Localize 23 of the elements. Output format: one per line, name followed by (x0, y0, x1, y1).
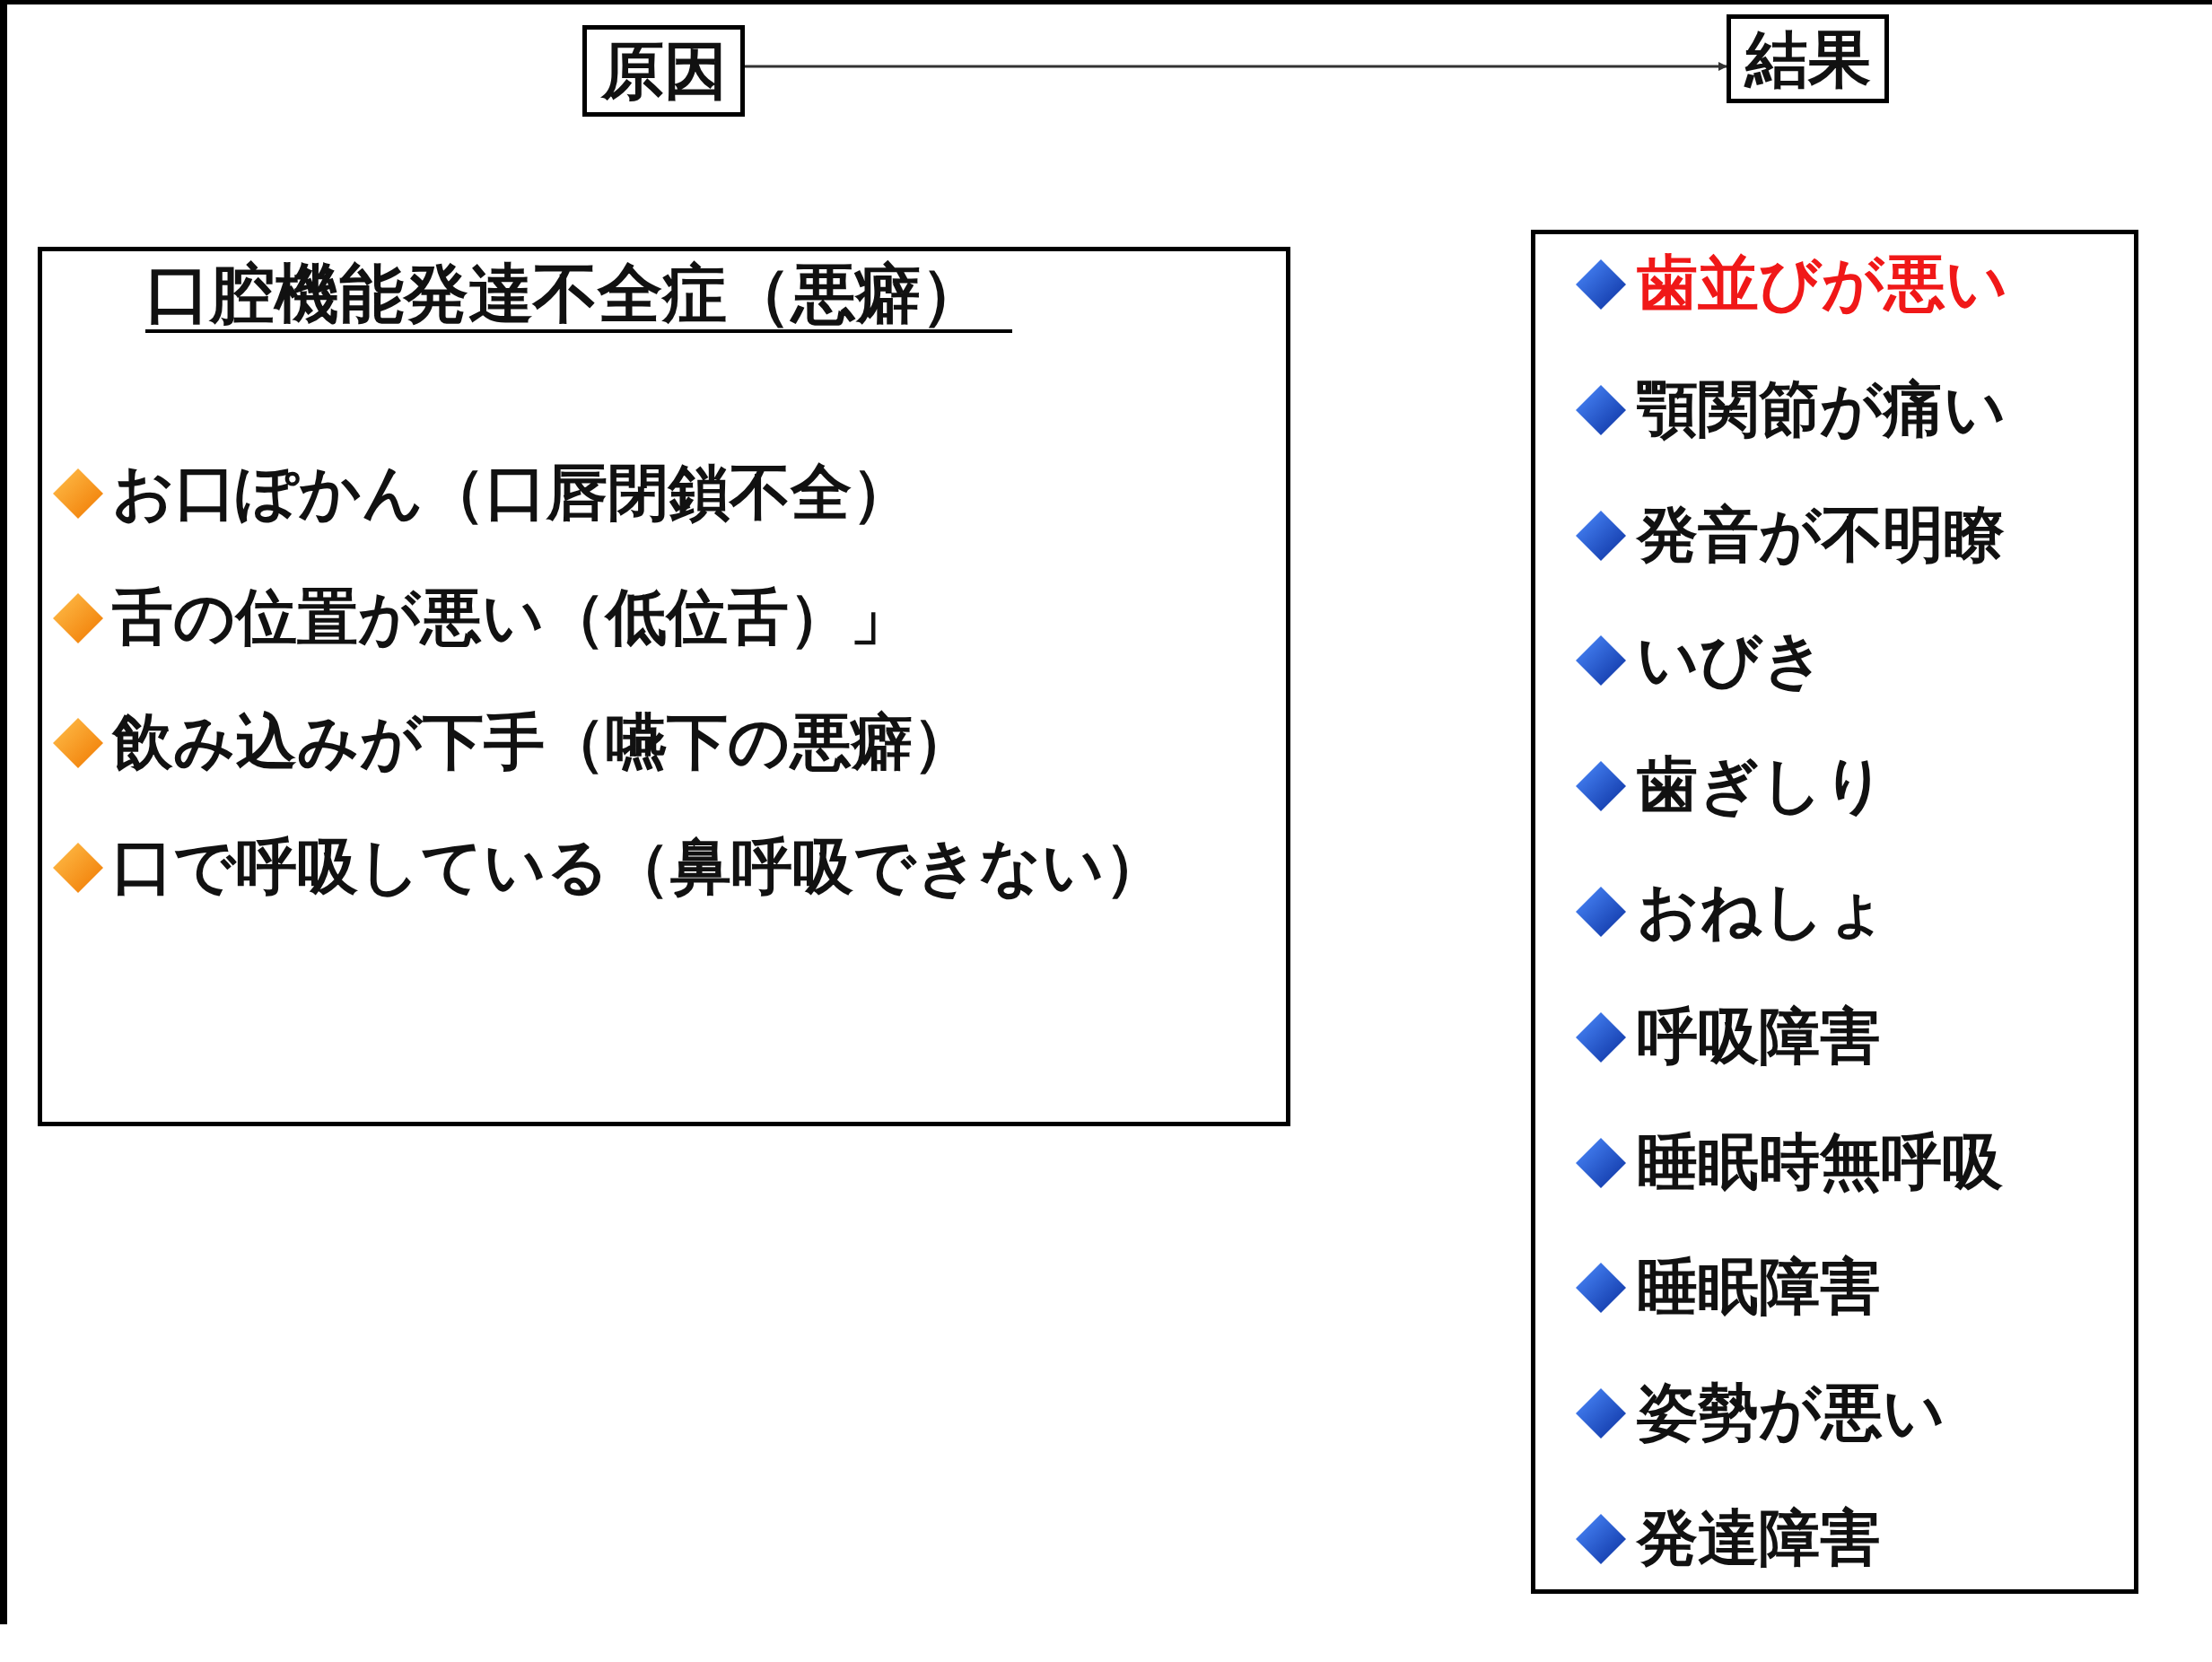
cause-item: 口で呼吸している（鼻呼吸できない） (112, 834, 1166, 901)
result-item: 発達障害 (1637, 1505, 1881, 1572)
cause-item: 舌の位置が悪い（低位舌）」 (112, 584, 911, 652)
result-item: 睡眠時無呼吸 (1637, 1128, 2003, 1196)
result-item: 呼吸障害 (1637, 1002, 1881, 1071)
heading-box (582, 25, 745, 117)
result-item: おねしょ (1637, 878, 1888, 945)
result-item: 歯並びが悪い (1637, 250, 2008, 318)
list-panel (38, 247, 1290, 1126)
heading-box (1727, 14, 1889, 103)
section-title: 口腔機能発達不全症（悪癖） (145, 258, 1012, 334)
cause-item: 飲み込みが下手（嚥下の悪癖） (112, 709, 974, 776)
heading-label: 原因 (600, 36, 727, 106)
result-item: 睡眠障害 (1637, 1254, 1881, 1322)
heading-label: 結果 (1744, 24, 1871, 93)
cause-item: お口ぽかん（口唇閉鎖不全） (112, 459, 913, 527)
result-item: 発音が不明瞭 (1637, 501, 2005, 569)
result-item: 歯ぎしり (1637, 752, 1886, 819)
result-item: いびき (1637, 626, 1825, 695)
result-item: 顎関節が痛い (1637, 375, 2007, 443)
result-item: 姿勢が悪い (1637, 1379, 1945, 1447)
list-panel (1531, 230, 2138, 1594)
arrow (745, 62, 1727, 71)
